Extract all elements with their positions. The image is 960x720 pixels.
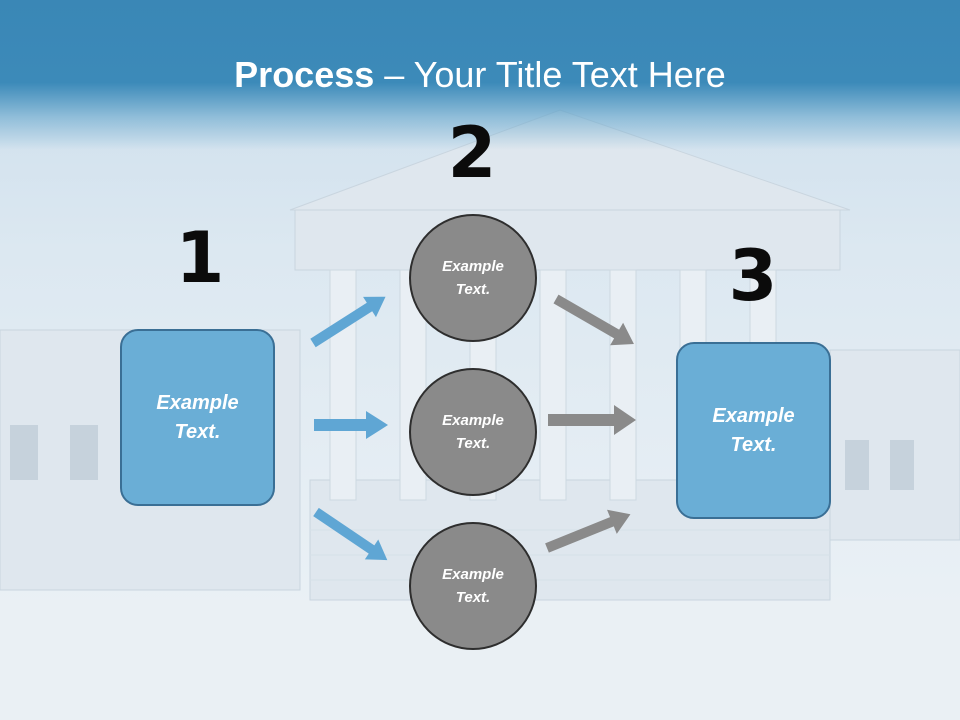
- title-bold: Process: [234, 54, 375, 95]
- right-box-text: Example Text.: [712, 404, 795, 456]
- arrow-to-top-circle: [310, 296, 386, 348]
- top-circle-text: Example Text.: [442, 258, 504, 298]
- left-process-box: Example Text.: [120, 329, 275, 506]
- title-bar: [0, 0, 960, 150]
- title-rest: – Your Title Text Here: [374, 54, 726, 95]
- middle-circle: Example Text.: [409, 368, 537, 496]
- arrow-from-middle-circle: [548, 405, 636, 435]
- slide-title: Process – Your Title Text Here: [0, 52, 960, 98]
- arrow-to-bottom-circle: [313, 507, 388, 561]
- arrow-from-top-circle: [553, 294, 634, 346]
- arrow-to-middle-circle: [314, 411, 388, 439]
- step-number-1: 1: [175, 217, 225, 299]
- step-number-2: 2: [447, 112, 497, 194]
- right-process-box: Example Text.: [676, 342, 831, 519]
- step-number-3: 3: [728, 235, 778, 317]
- middle-circle-text: Example Text.: [442, 412, 504, 452]
- left-box-text: Example Text.: [156, 391, 239, 443]
- bottom-circle-text: Example Text.: [442, 566, 504, 606]
- top-circle: Example Text.: [409, 214, 537, 342]
- bottom-circle: Example Text.: [409, 522, 537, 650]
- arrow-from-bottom-circle: [545, 509, 631, 553]
